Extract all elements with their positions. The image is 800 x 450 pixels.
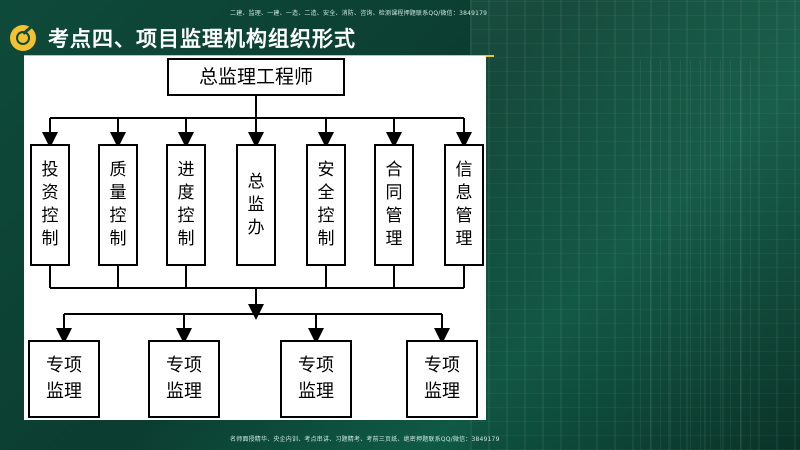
- special-supervisor-box-2: 专项监理: [148, 340, 220, 418]
- chief-engineer-box: 总监理工程师: [167, 58, 345, 96]
- dept-box-schedule: 进度控制: [166, 144, 206, 266]
- special-supervisor-box-4: 专项监理: [406, 340, 478, 418]
- special-supervisor-box-1: 专项监理: [28, 340, 100, 418]
- bottom-notice: 名师面授精华、央企内训、考点串讲、习题精考、考前三页纸、绝密押题联系QQ/微信：…: [230, 436, 500, 443]
- org-chart-panel: 总监理工程师 投资控制 质量控制 进度控制 总监办 安全控制 合同管理 信息管理…: [24, 56, 486, 420]
- dept-box-contract: 合同管理: [374, 144, 414, 266]
- top-notice: 二建、监理、一建、一造、二造、安全、消防、咨询、检测课程押题联系QQ/微信：38…: [230, 10, 488, 17]
- dept-box-office: 总监办: [236, 144, 276, 266]
- page-title: 考点四、项目监理机构组织形式: [48, 27, 356, 51]
- dept-box-investment: 投资控制: [30, 144, 70, 266]
- dept-box-information: 信息管理: [444, 144, 484, 266]
- background-building: [470, 0, 800, 450]
- target-icon: [10, 25, 36, 51]
- dept-box-safety: 安全控制: [306, 144, 346, 266]
- connector-lines: [42, 96, 472, 344]
- background-building-detail: [640, 60, 760, 450]
- special-supervisor-box-3: 专项监理: [280, 340, 352, 418]
- title-bar: 考点四、项目监理机构组织形式: [0, 22, 500, 54]
- dept-box-quality: 质量控制: [98, 144, 138, 266]
